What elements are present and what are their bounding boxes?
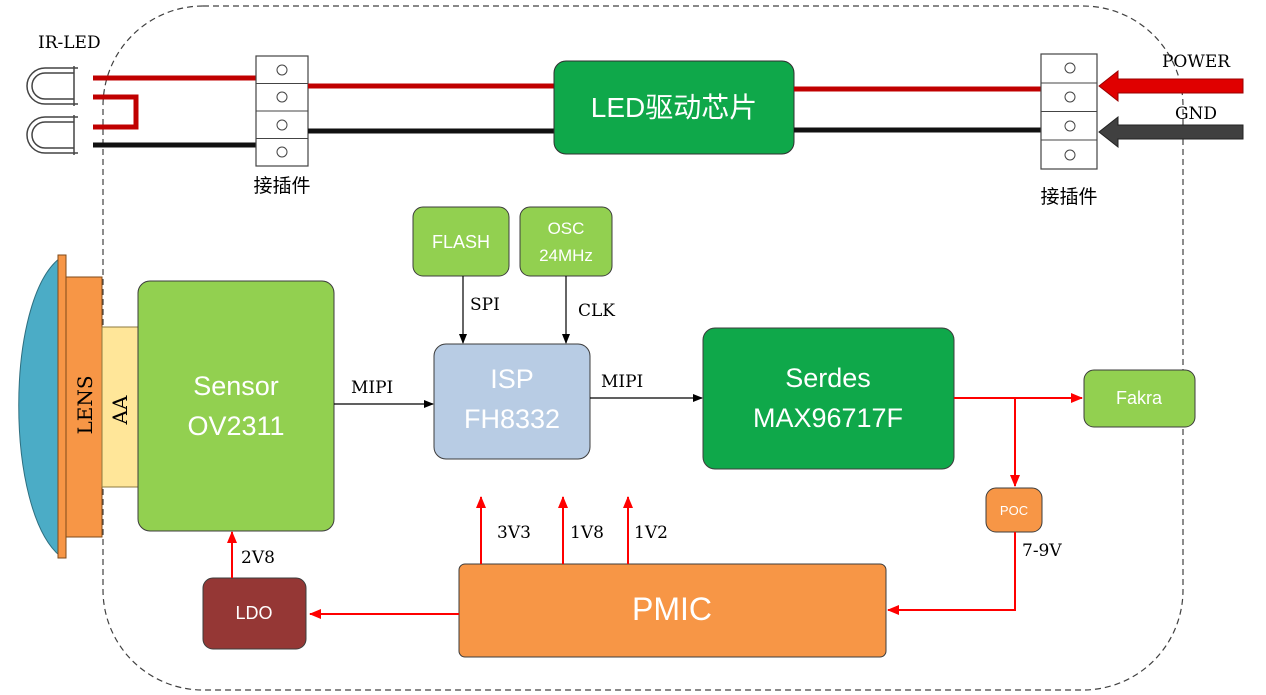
serdes-label-line1: Serdes: [785, 363, 871, 393]
sensor-label-line2: OV2311: [187, 411, 284, 441]
module-enclosure-outline: [102, 5, 1184, 691]
right-connector-label: 接插件: [1040, 186, 1097, 208]
lens-label: LENS: [73, 375, 97, 434]
flash-label: FLASH: [432, 232, 490, 252]
clk-label: CLK: [578, 301, 615, 321]
poc-to-pmic-arrow: [887, 532, 1016, 615]
serdes-block: Serdes MAX96717F: [702, 327, 955, 470]
gnd-input-arrow: GND: [1098, 104, 1244, 149]
left-connector: 接插件: [253, 55, 311, 197]
left-connector-label: 接插件: [253, 175, 310, 197]
flash-block: FLASH: [412, 206, 510, 277]
sensor-label-line1: Sensor: [193, 371, 279, 401]
osc-block: OSC 24MHz: [519, 206, 613, 277]
right-connector: 接插件: [1040, 53, 1098, 208]
ir-led-wiring: [93, 75, 258, 148]
gnd-label: GND: [1175, 104, 1217, 124]
fakra-block: Fakra: [1083, 369, 1196, 428]
isp-block: ISP FH8332: [433, 343, 591, 460]
ir-led-2-icon: [26, 115, 78, 155]
lens-block: [65, 276, 103, 538]
spi-label: SPI: [470, 295, 500, 315]
power-label: POWER: [1162, 52, 1231, 72]
pmic-label: PMIC: [632, 591, 712, 627]
ldo-block: LDO: [202, 577, 307, 650]
ir-led-label: IR-LED: [38, 33, 101, 53]
isp-label-line1: ISP: [490, 364, 534, 394]
ir-led-group: IR-LED: [26, 33, 101, 155]
lens-dome: [18, 256, 61, 558]
power-input-arrow: POWER: [1098, 52, 1244, 103]
v-3v3-label: 3V3: [497, 523, 531, 543]
poc-block: POC: [985, 487, 1043, 533]
lens-barrel: [57, 254, 67, 559]
led-driver-block: LED驱动芯片: [553, 60, 795, 155]
sensor-block: Sensor OV2311: [137, 280, 335, 532]
aa-block: [101, 326, 139, 488]
lens-assembly: LENS AA: [18, 254, 139, 559]
pmic-block: PMIC: [458, 563, 887, 658]
fakra-label: Fakra: [1116, 388, 1163, 408]
led-driver-label: LED驱动芯片: [591, 92, 757, 123]
ir-led-1-icon: [26, 66, 78, 106]
mipi-label-1: MIPI: [351, 378, 393, 398]
osc-label-line1: OSC: [548, 219, 585, 238]
v-1v8-label: 1V8: [570, 523, 604, 543]
mipi-label-2: MIPI: [601, 372, 643, 392]
v-7-9v-label: 7-9V: [1022, 541, 1062, 561]
isp-label-line2: FH8332: [464, 404, 560, 434]
aa-label: AA: [108, 395, 132, 425]
v-1v2-label: 1V2: [634, 523, 668, 543]
poc-label: POC: [1000, 503, 1028, 518]
v-2v8-label: 2V8: [241, 548, 275, 568]
osc-label-line2: 24MHz: [539, 246, 593, 265]
ldo-label: LDO: [235, 603, 272, 623]
serdes-label-line2: MAX96717F: [753, 403, 903, 433]
